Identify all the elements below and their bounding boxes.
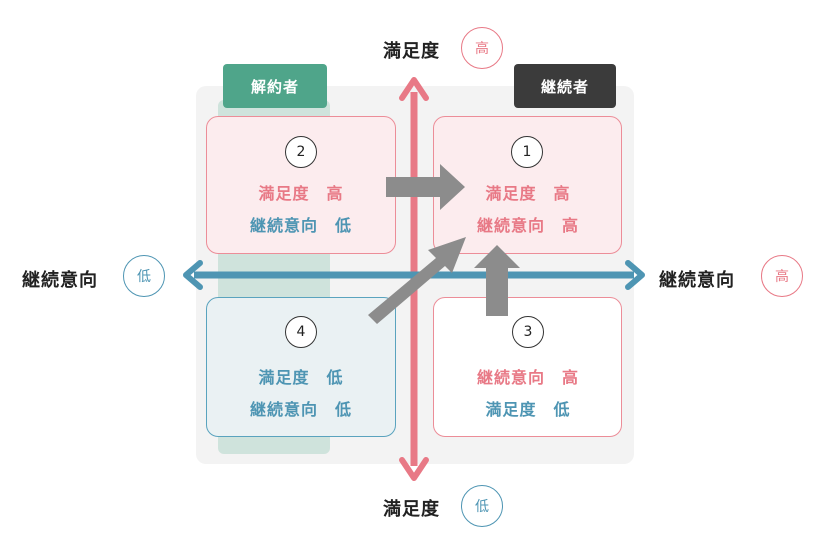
quadrant-4-number: 4: [285, 316, 317, 348]
high-badge-right: 高: [761, 255, 803, 297]
churn-tag: 解約者: [223, 64, 327, 108]
quadrant-4-line1: 満足度 低: [258, 368, 344, 387]
quadrant-4-line2: 継続意向 低: [249, 400, 352, 419]
retain-tag: 継続者: [514, 64, 616, 108]
quadrant-3-line2: 満足度 低: [485, 400, 571, 419]
horizontal-axis-label-left: 継続意向: [22, 270, 98, 291]
quadrant-1-line1: 満足度 高: [485, 184, 571, 203]
low-badge-left: 低: [123, 255, 165, 297]
quadrant-1-number: 1: [511, 136, 543, 168]
quadrant-3-line1: 継続意向 高: [476, 368, 579, 387]
quadrant-2-line1: 満足度 高: [258, 184, 344, 203]
quadrant-2-line2: 継続意向 低: [249, 216, 352, 235]
quadrant-3-number: 3: [512, 316, 544, 348]
quadrant-1-line2: 継続意向 高: [476, 216, 579, 235]
low-badge-bottom: 低: [461, 485, 503, 527]
vertical-axis-label-bottom: 満足度: [383, 499, 440, 520]
high-badge-top: 高: [461, 27, 503, 69]
horizontal-axis-label-right: 継続意向: [659, 270, 735, 291]
vertical-axis-label-top: 満足度: [383, 41, 440, 62]
quadrant-2-number: 2: [285, 136, 317, 168]
